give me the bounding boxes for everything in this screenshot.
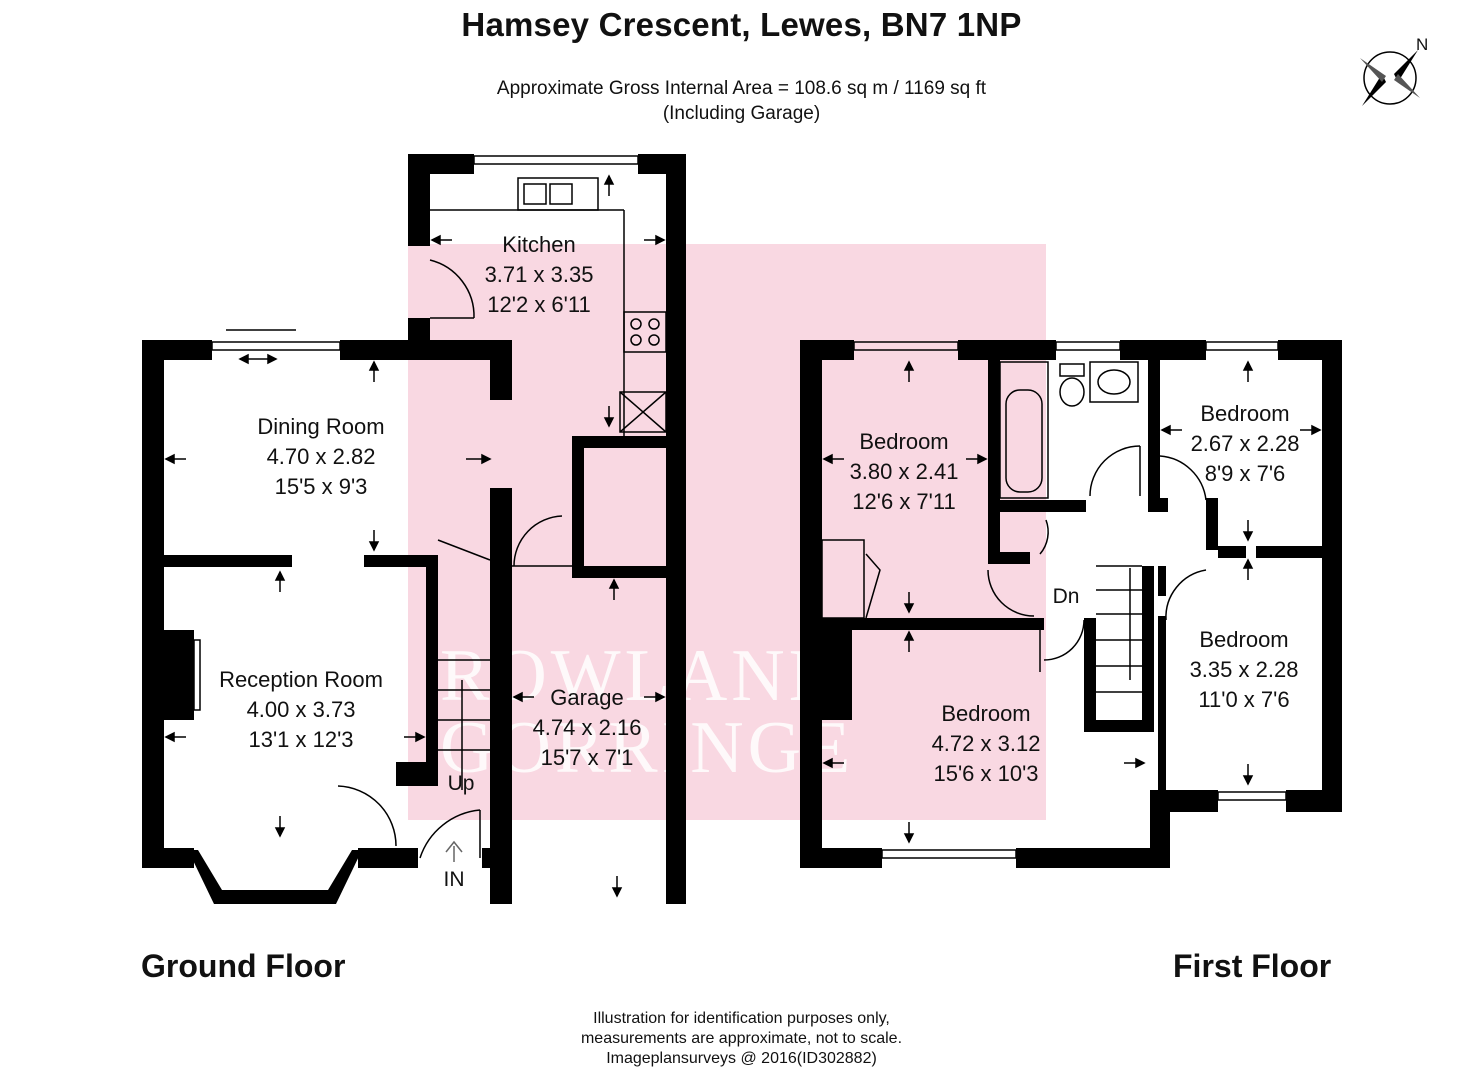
bedroom-1-name: Bedroom — [859, 429, 948, 454]
reception-room-name: Reception Room — [219, 667, 383, 692]
kitchen-metric: 3.71 x 3.35 — [485, 262, 594, 287]
compass-rose-icon: N — [1360, 35, 1428, 106]
bedroom-4-name: Bedroom — [941, 701, 1030, 726]
dimension-arrows — [164, 174, 1322, 898]
bedroom-2-name: Bedroom — [1200, 401, 1289, 426]
watermark-background — [408, 244, 1046, 820]
entrance-arrow-icon — [445, 840, 463, 862]
bedroom-3-imperial: 11'0 x 7'6 — [1198, 687, 1289, 712]
dining-room-metric: 4.70 x 2.82 — [267, 444, 376, 469]
reception-room-imperial: 13'1 x 12'3 — [248, 727, 353, 752]
ground-floor-fittings — [193, 155, 667, 859]
gross-area: Approximate Gross Internal Area = 108.6 … — [496, 78, 987, 99]
page-title: Hamsey Crescent, Lewes, BN7 1NP — [461, 6, 1022, 43]
garage-imperial: 15'7 x 7'1 — [541, 745, 634, 770]
bedroom-4-imperial: 15'6 x 10'3 — [933, 761, 1038, 786]
ground-floor-plan — [142, 154, 686, 904]
garage-name: Garage — [550, 685, 623, 710]
bedroom-4-metric: 4.72 x 3.12 — [932, 731, 1041, 756]
dining-room-name: Dining Room — [257, 414, 384, 439]
bedroom-2-imperial: 8'9 x 7'6 — [1205, 461, 1286, 486]
first-floor-fittings — [821, 341, 1287, 859]
bedroom-3-name: Bedroom — [1199, 627, 1288, 652]
gross-area-note: (Including Garage) — [662, 103, 821, 124]
compass-north-label: N — [1416, 35, 1428, 54]
kitchen-imperial: 12'2 x 6'11 — [487, 292, 590, 317]
dining-room-imperial: 15'5 x 9'3 — [275, 474, 368, 499]
reception-room-metric: 4.00 x 3.73 — [247, 697, 356, 722]
entrance-label: IN — [444, 868, 465, 891]
disclaimer-line-2: measurements are approximate, not to sca… — [580, 1030, 903, 1047]
disclaimer-line-1: Illustration for identification purposes… — [593, 1010, 890, 1027]
garage-metric: 4.74 x 2.16 — [533, 715, 642, 740]
bedroom-2-metric: 2.67 x 2.28 — [1191, 431, 1300, 456]
bedroom-1-metric: 3.80 x 2.41 — [850, 459, 959, 484]
stairs-up-label: Up — [448, 772, 475, 795]
ground-floor-label: Ground Floor — [141, 948, 346, 984]
stairs-down-label: Dn — [1053, 585, 1080, 608]
first-floor-plan — [800, 340, 1342, 868]
kitchen-name: Kitchen — [502, 232, 575, 257]
bedroom-3-metric: 3.35 x 2.28 — [1190, 657, 1299, 682]
disclaimer-line-3: Imageplansurveys @ 2016(ID302882) — [606, 1050, 877, 1067]
first-floor-label: First Floor — [1173, 948, 1332, 984]
bedroom-1-imperial: 12'6 x 7'11 — [852, 489, 955, 514]
